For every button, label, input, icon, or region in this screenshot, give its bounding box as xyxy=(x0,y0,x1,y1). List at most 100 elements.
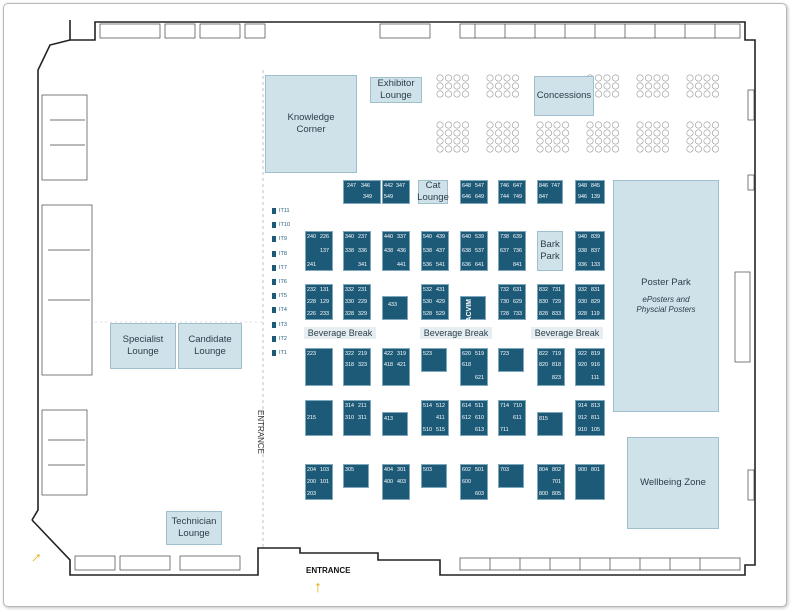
booth-number: 323 xyxy=(358,362,367,368)
exhibit-booth[interactable] xyxy=(575,348,605,386)
exhibit-booth[interactable] xyxy=(305,348,333,386)
exhibit-booth[interactable] xyxy=(382,412,408,436)
zone-label: Park xyxy=(540,251,560,262)
exhibit-booth[interactable] xyxy=(537,284,565,320)
booth-number: 328 xyxy=(345,311,354,317)
seating-table xyxy=(636,121,644,129)
seating-table xyxy=(686,129,694,137)
booth-number: 613 xyxy=(475,427,484,433)
exhibit-booth[interactable] xyxy=(575,180,605,204)
exhibit-booth[interactable] xyxy=(421,231,449,271)
exhibit-booth[interactable] xyxy=(460,296,486,320)
booth-number: 637 xyxy=(500,248,509,254)
exhibit-booth[interactable] xyxy=(305,284,333,320)
exhibit-booth[interactable] xyxy=(460,180,488,204)
seating-table xyxy=(703,90,711,98)
seating-table xyxy=(686,145,694,153)
booth-number: 400 xyxy=(384,479,393,485)
exhibit-booth[interactable] xyxy=(498,400,526,436)
exhibit-booth[interactable] xyxy=(498,180,526,204)
seating-table xyxy=(636,74,644,82)
exhibit-booth[interactable] xyxy=(305,231,333,271)
it-booth-label: IT1 xyxy=(279,350,287,356)
exhibit-booth[interactable] xyxy=(460,464,488,500)
exhibit-booth[interactable] xyxy=(498,231,526,271)
booth-number: 219 xyxy=(358,351,367,357)
exhibit-booth[interactable] xyxy=(343,464,369,488)
booth-number: 540 xyxy=(423,234,432,240)
booth-number: 930 xyxy=(578,299,587,305)
exhibit-booth[interactable] xyxy=(343,180,381,204)
exhibit-booth[interactable] xyxy=(537,348,565,386)
seating-table xyxy=(544,137,552,145)
booth-number: 515 xyxy=(436,427,445,433)
booth-number: 332 xyxy=(345,287,354,293)
seating-table xyxy=(436,90,444,98)
it-booth-label: IT2 xyxy=(279,335,287,342)
seating-table xyxy=(653,137,661,145)
exhibit-booth[interactable] xyxy=(537,412,563,436)
exhibit-booth[interactable] xyxy=(421,400,449,436)
entrance-bottom-label: ENTRANCE xyxy=(306,566,351,575)
seating-table xyxy=(453,74,461,82)
exhibit-booth[interactable] xyxy=(575,464,605,500)
seating-table xyxy=(444,145,452,153)
exhibit-booth[interactable] xyxy=(305,464,333,500)
exhibit-booth[interactable] xyxy=(382,348,410,386)
beverage-break-1: Beverage Break xyxy=(304,327,376,339)
exhibit-booth[interactable] xyxy=(382,464,410,500)
exhibit-booth[interactable] xyxy=(421,348,447,372)
exhibit-booth[interactable] xyxy=(460,348,488,386)
exhibit-booth[interactable] xyxy=(343,284,371,320)
seating-table xyxy=(536,121,544,129)
exhibit-booth[interactable] xyxy=(498,348,524,372)
zone-label: Bark xyxy=(540,239,560,250)
booth-number: 519 xyxy=(475,351,484,357)
exhibit-booth[interactable] xyxy=(537,464,565,500)
booth-number: 105 xyxy=(591,427,600,433)
seating-table xyxy=(711,137,719,145)
exhibit-booth[interactable] xyxy=(343,348,371,386)
booth-number: 830 xyxy=(539,299,548,305)
booth-number: 732 xyxy=(500,287,509,293)
exhibit-booth[interactable] xyxy=(537,180,563,204)
it-booth-label: IT8 xyxy=(279,250,287,257)
exhibit-booth[interactable] xyxy=(460,231,488,271)
exhibit-booth[interactable] xyxy=(382,296,408,320)
seating-table xyxy=(486,137,494,145)
booth-number: 411 xyxy=(436,415,445,421)
exhibit-booth[interactable] xyxy=(343,400,371,436)
booth-number: 547 xyxy=(475,183,484,189)
exhibit-booth[interactable] xyxy=(575,284,605,320)
booth-number: 536 xyxy=(423,262,432,268)
seating-table xyxy=(661,74,669,82)
entrance-side-label: ENTRANCE xyxy=(256,410,265,455)
exhibit-booth[interactable] xyxy=(460,400,488,436)
exhibit-booth[interactable] xyxy=(382,231,410,271)
exhibit-booth[interactable] xyxy=(421,284,449,320)
seating-table xyxy=(444,121,452,129)
exhibit-booth[interactable] xyxy=(421,464,447,488)
exhibit-booth[interactable] xyxy=(575,231,605,271)
zone-sublabel: Physcial Posters xyxy=(636,305,696,314)
booth-number: 948 xyxy=(578,183,587,189)
zone-label: Lounge xyxy=(194,346,226,357)
seating-table xyxy=(644,129,652,137)
booth-number: 436 xyxy=(397,248,406,254)
exhibit-booth[interactable] xyxy=(498,284,526,320)
zone-label: Exhibitor xyxy=(377,78,415,89)
booth-number: 129 xyxy=(320,299,329,305)
zone-label: Corner xyxy=(296,124,326,135)
exhibit-booth[interactable] xyxy=(343,231,371,271)
exhibit-booth[interactable] xyxy=(305,400,333,436)
seating-table xyxy=(636,145,644,153)
exhibit-booth[interactable] xyxy=(575,400,605,436)
seating-table xyxy=(444,82,452,90)
booth-number: 639 xyxy=(513,234,522,240)
seating-table xyxy=(603,90,611,98)
seating-table xyxy=(511,90,519,98)
booth-number: 912 xyxy=(578,415,587,421)
exhibit-booth[interactable] xyxy=(498,464,524,488)
exhibit-booth[interactable] xyxy=(382,180,410,204)
